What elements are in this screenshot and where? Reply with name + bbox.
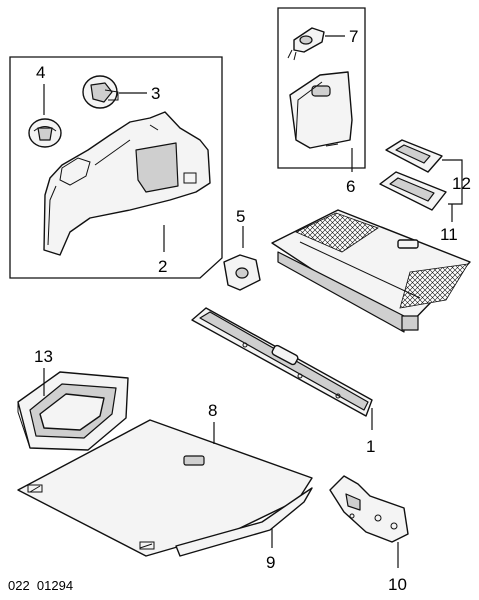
storage-box-part-13 [17,371,129,451]
callout-2: 2 [158,257,167,276]
callout-6: 6 [346,177,355,196]
callout-10: 10 [388,575,407,594]
hanger-clip-part-5 [223,254,261,291]
callout-5: 5 [236,207,245,226]
callout-11: 11 [440,225,458,244]
callout-1: 1 [366,437,375,456]
callout-4: 4 [36,63,45,82]
bracket-part-10 [329,475,409,543]
sill-trim-part-1 [191,307,373,417]
diagram-code: 022 01294 [8,578,73,593]
callout-7: 7 [349,27,358,46]
callout-9: 9 [266,553,275,572]
carpet-flap-part-9 [175,487,313,557]
group-frame-right [277,7,366,169]
callout-3: 3 [151,84,160,103]
lid-panel-part-6 [289,71,353,149]
callout-12: 12 [452,174,471,193]
switch-part-7 [287,27,325,61]
leader-12 [442,159,463,205]
luggage-cover-part-11 [271,209,471,333]
clip-part-3 [82,75,119,109]
bezel-part-12-lower [379,171,447,211]
callout-13: 13 [34,347,53,366]
clip-part-4 [28,118,62,148]
callout-8: 8 [208,401,217,420]
bezel-part-12-upper [385,139,443,173]
side-trim-panel-part-2 [43,111,211,256]
group-frame-left [9,56,223,279]
